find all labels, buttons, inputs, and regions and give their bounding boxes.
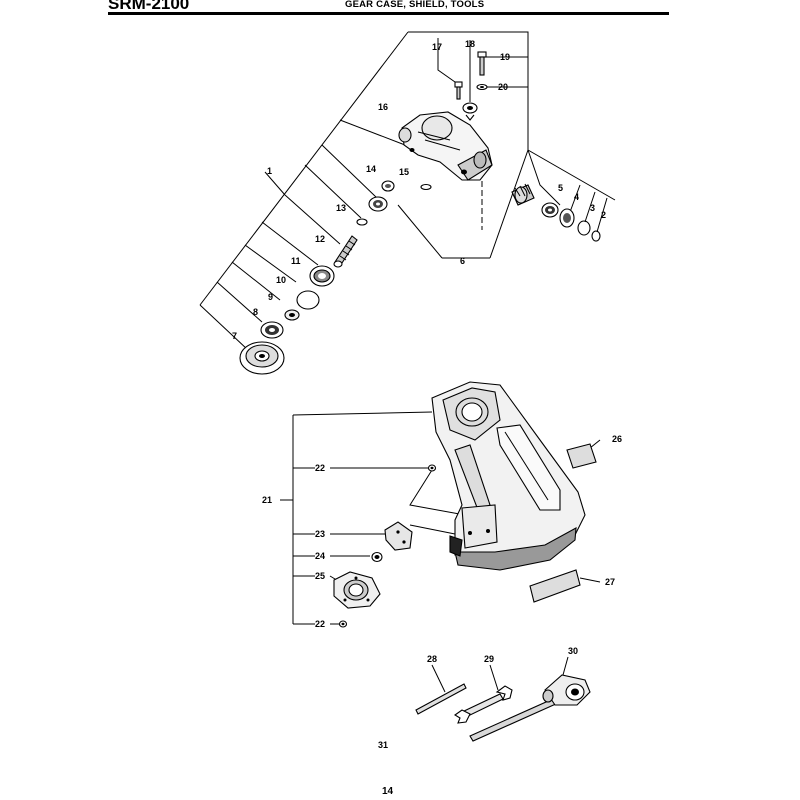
part-21-shield bbox=[431, 381, 586, 571]
callout-19: 19 bbox=[500, 52, 510, 62]
callout-22-top: 22 bbox=[315, 463, 325, 473]
callout-5: 5 bbox=[558, 183, 563, 193]
part-18-nut bbox=[462, 102, 478, 121]
callout-12: 12 bbox=[315, 234, 325, 244]
header-rule bbox=[108, 12, 669, 15]
shield-assembly: 21 22 23 24 25 22 26 27 bbox=[262, 381, 622, 629]
part-3-snap-ring bbox=[577, 220, 591, 236]
callout-7: 7 bbox=[232, 331, 237, 341]
part-14-bearing bbox=[368, 180, 395, 212]
part-16-gear-case bbox=[398, 111, 493, 181]
part-7-collar bbox=[239, 341, 285, 375]
callout-6: 6 bbox=[460, 256, 465, 266]
part-22-screw-top bbox=[427, 464, 437, 472]
part-23-bracket bbox=[384, 521, 413, 551]
callout-8: 8 bbox=[253, 307, 258, 317]
part-15-washer bbox=[420, 183, 432, 191]
part-22-screw-bottom bbox=[338, 620, 348, 628]
part-13-ring bbox=[356, 218, 368, 226]
callout-25: 25 bbox=[315, 571, 325, 581]
callout-22-bottom: 22 bbox=[315, 619, 325, 629]
callout-26: 26 bbox=[612, 434, 622, 444]
callout-23: 23 bbox=[315, 529, 325, 539]
callout-9: 9 bbox=[268, 292, 273, 302]
part-25-mounting-plate bbox=[333, 571, 381, 609]
callout-10: 10 bbox=[276, 275, 286, 285]
callout-27: 27 bbox=[605, 577, 615, 587]
model-number: SRM-2100 bbox=[108, 0, 190, 13]
part-11-bearing bbox=[309, 265, 335, 287]
part-27-label bbox=[529, 569, 581, 603]
callout-3: 3 bbox=[590, 203, 595, 213]
part-9-spacer bbox=[284, 309, 300, 321]
callout-20: 20 bbox=[498, 82, 508, 92]
part-4-bearing bbox=[559, 208, 575, 228]
callout-2: 2 bbox=[601, 210, 606, 220]
callout-15: 15 bbox=[399, 167, 409, 177]
callout-4: 4 bbox=[574, 192, 579, 202]
part-20-washer bbox=[476, 83, 488, 91]
part-17-bolt bbox=[454, 81, 463, 100]
callout-17: 17 bbox=[432, 42, 442, 52]
callout-28: 28 bbox=[427, 654, 437, 664]
page-number: 14 bbox=[382, 786, 394, 797]
callout-1: 1 bbox=[267, 166, 272, 176]
callout-18: 18 bbox=[465, 39, 475, 49]
part-12-pinion-shaft bbox=[333, 235, 358, 268]
callout-30: 30 bbox=[568, 646, 578, 656]
tools-group: 28 29 30 31 bbox=[378, 646, 591, 750]
part-5-seal bbox=[541, 202, 559, 218]
callout-29: 29 bbox=[484, 654, 494, 664]
part-28-rod bbox=[415, 683, 467, 715]
callout-13: 13 bbox=[336, 203, 346, 213]
part-19-bolt bbox=[477, 51, 487, 76]
callout-31: 31 bbox=[378, 740, 388, 750]
gear-case-assembly: 1 2 3 4 5 6 7 8 9 10 11 12 13 14 15 16 1… bbox=[199, 31, 616, 375]
part-6-output-shaft bbox=[511, 183, 535, 206]
part-26-label bbox=[566, 443, 597, 469]
part-10-snap-ring bbox=[296, 290, 320, 310]
callout-14: 14 bbox=[366, 164, 376, 174]
callout-21: 21 bbox=[262, 495, 272, 505]
callout-24: 24 bbox=[315, 551, 325, 561]
section-title: GEAR CASE, SHIELD, TOOLS bbox=[345, 0, 485, 10]
part-8-seal bbox=[260, 321, 284, 339]
part-30-socket-wrench bbox=[469, 674, 591, 742]
part-24-nut bbox=[371, 551, 383, 563]
part-29-wrench bbox=[453, 685, 513, 724]
callout-11: 11 bbox=[291, 256, 301, 266]
callout-16: 16 bbox=[378, 102, 388, 112]
part-2-ring bbox=[591, 230, 601, 242]
